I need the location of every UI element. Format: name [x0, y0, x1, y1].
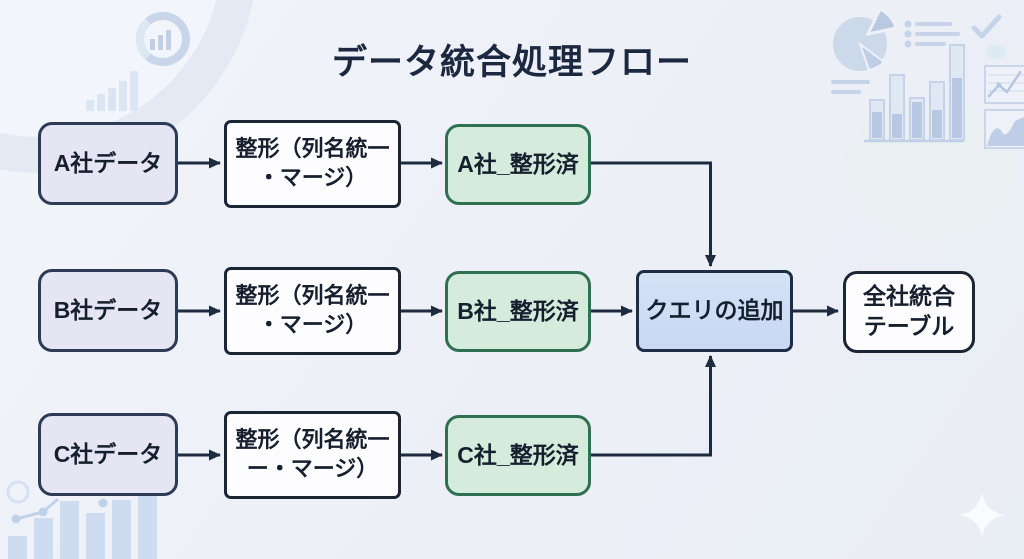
text-lines-decoration — [831, 80, 870, 94]
list-icon — [904, 20, 960, 48]
source-box-a-label: A社データ — [53, 149, 163, 176]
process-box-a: 整形（列名統一 ・マージ） — [224, 120, 401, 208]
area-chart-icon — [984, 109, 1024, 149]
process-box-a-line2: ・マージ） — [257, 165, 368, 190]
sparkle-icon — [959, 492, 1005, 538]
line-chart-icon — [984, 65, 1024, 104]
donut-chart-icon — [135, 12, 190, 66]
growth-bars-icon — [86, 71, 138, 111]
blob-decoration — [845, 100, 1015, 240]
source-box-c: C社データ — [38, 413, 178, 496]
output-box-a: A社_整形済 — [445, 124, 591, 205]
process-box-c: 整形（列名統一 ー・マージ） — [224, 411, 401, 499]
process-box-a-line1: 整形（列名統一 — [235, 136, 390, 162]
merge-query-label: クエリの追加 — [645, 297, 784, 324]
merge-query-box: クエリの追加 — [636, 270, 793, 352]
output-box-c-label: C社_整形済 — [457, 441, 579, 468]
process-box-b-line1: 整形（列名統一 — [235, 283, 390, 309]
output-box-c: C社_整形済 — [445, 415, 591, 496]
output-box-b: B社_整形済 — [445, 271, 591, 352]
pie-chart-icon — [833, 7, 898, 72]
source-box-a: A社データ — [38, 122, 178, 205]
blob-decoration-small — [986, 45, 1006, 59]
process-box-c-line2: ー・マージ） — [246, 456, 379, 481]
process-box-b-line2: ・マージ） — [257, 312, 368, 337]
result-table-line1: 全社統合 — [863, 283, 955, 310]
arrow-a-output-to-merge — [591, 161, 716, 267]
output-box-b-label: B社_整形済 — [457, 297, 579, 324]
arrow-c-output-to-merge — [591, 355, 716, 457]
diagram-title: データ統合処理フロー — [331, 43, 692, 82]
bars-with-trend-icon — [6, 480, 157, 559]
checkmark-icon — [971, 14, 1002, 39]
process-box-b: 整形（列名統一 ・マージ） — [224, 267, 401, 355]
column-chart-icon — [864, 44, 965, 143]
process-box-c-line1: 整形（列名統一 — [235, 427, 390, 453]
result-table-box: 全社統合 テーブル — [843, 271, 975, 353]
result-table-line2: テーブル — [863, 313, 955, 339]
source-box-c-label: C社データ — [53, 440, 163, 467]
output-box-a-label: A社_整形済 — [457, 150, 579, 177]
source-box-b: B社データ — [38, 269, 178, 352]
source-box-b-label: B社データ — [53, 296, 163, 323]
